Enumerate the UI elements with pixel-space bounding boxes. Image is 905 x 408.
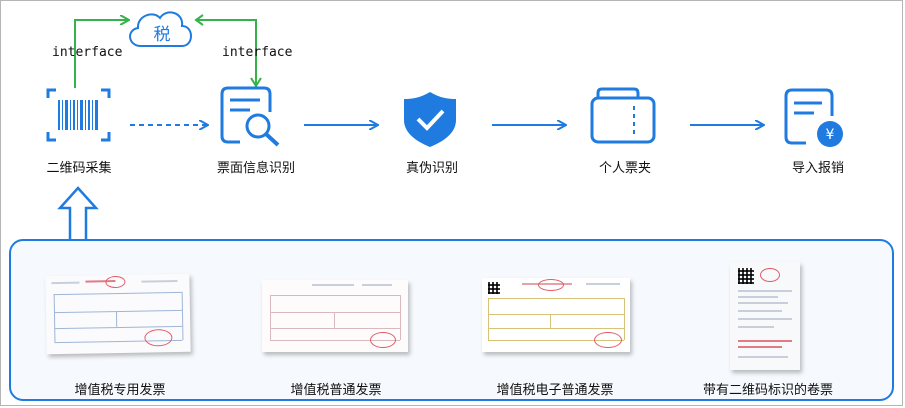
invoice-label-vat-ordinary: 增值税普通发票 bbox=[290, 383, 382, 398]
invoice-image-vat-electronic bbox=[482, 278, 630, 352]
interface-label-left: interface bbox=[52, 45, 123, 60]
interface-label-right: interface bbox=[222, 45, 293, 60]
step-label-import: 导入报销 bbox=[791, 161, 845, 176]
tax-cloud-icon: 税 bbox=[129, 11, 192, 47]
document-search-icon bbox=[220, 86, 280, 147]
up-arrow-icon bbox=[57, 186, 99, 240]
document-yen-icon: ¥ bbox=[784, 88, 843, 147]
step-label-info-recognition: 票面信息识别 bbox=[216, 161, 296, 176]
step-label-qr-collect: 二维码采集 bbox=[46, 161, 112, 176]
shield-check-icon bbox=[404, 92, 456, 147]
interface-connector-right bbox=[194, 14, 262, 88]
svg-text:¥: ¥ bbox=[826, 127, 835, 143]
invoice-image-roll-ticket bbox=[730, 262, 800, 370]
barcode-scan-icon bbox=[46, 88, 111, 142]
step-label-authenticity: 真伪识别 bbox=[405, 161, 459, 176]
invoice-label-vat-electronic: 增值税电子普通发票 bbox=[496, 383, 614, 398]
invoice-label-vat-special: 增值税专用发票 bbox=[74, 383, 166, 398]
interface-connector-left bbox=[74, 20, 128, 88]
step-label-wallet: 个人票夹 bbox=[598, 161, 652, 176]
invoice-image-vat-ordinary bbox=[262, 280, 408, 352]
cloud-label: 税 bbox=[154, 25, 171, 45]
invoice-image-vat-special bbox=[45, 273, 191, 355]
invoice-label-roll-ticket: 带有二维码标识的卷票 bbox=[702, 383, 834, 398]
wallet-icon bbox=[590, 87, 656, 144]
